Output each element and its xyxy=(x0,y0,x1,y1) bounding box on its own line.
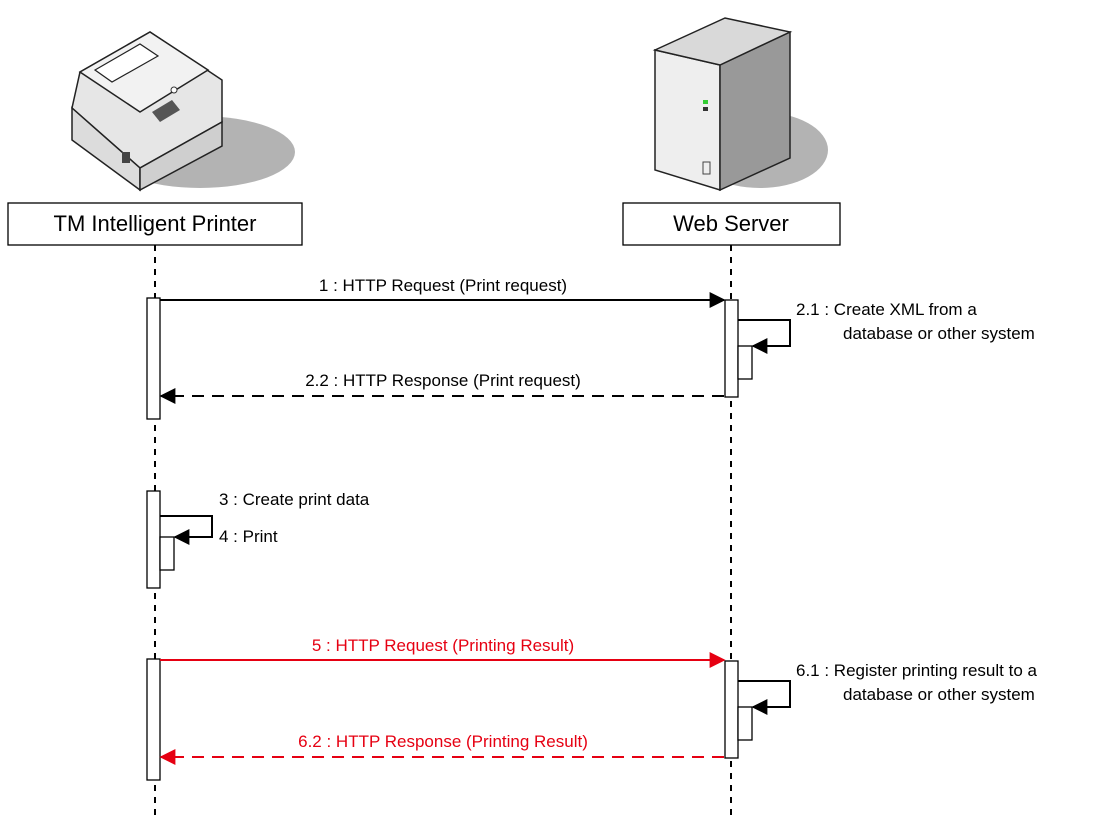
self-call-2-1-line-2: database or other system xyxy=(843,324,1035,343)
self-call-2-1-line-1: 2.1 : Create XML from a xyxy=(796,300,977,319)
activation-printer-3 xyxy=(146,658,161,781)
actor-server-label: Web Server xyxy=(673,211,789,236)
activation-server-nested-3 xyxy=(737,706,753,741)
message-1: 1 : HTTP Request (Print request) xyxy=(160,276,726,308)
activation-printer-2 xyxy=(146,490,161,589)
activation-server-3 xyxy=(724,660,739,759)
message-1-label: 1 : HTTP Request (Print request) xyxy=(319,276,567,295)
self-call-3-label: 3 : Create print data xyxy=(219,490,370,509)
self-call-2-1: 2.1 : Create XML from a database or othe… xyxy=(738,300,1035,354)
message-2-2-label: 2.2 : HTTP Response (Print request) xyxy=(305,371,581,390)
activation-printer-1 xyxy=(146,297,161,420)
message-6-2: 6.2 : HTTP Response (Printing Result) xyxy=(159,732,724,765)
activation-printer-nested-2 xyxy=(159,536,175,571)
message-6-2-label: 6.2 : HTTP Response (Printing Result) xyxy=(298,732,588,751)
self-call-4-label: 4 : Print xyxy=(219,527,278,546)
activation-server-nested-1 xyxy=(737,345,753,380)
self-call-6-1: 6.1 : Register printing result to a data… xyxy=(738,661,1042,715)
self-call-2-1-label: 2.1 : Create XML from a database or othe… xyxy=(796,300,1035,343)
activation-server-1 xyxy=(724,299,739,398)
message-5: 5 : HTTP Request (Printing Result) xyxy=(160,636,726,668)
actor-printer-label: TM Intelligent Printer xyxy=(54,211,257,236)
self-call-6-1-line-1: 6.1 : Register printing result to a xyxy=(796,661,1038,680)
message-5-label: 5 : HTTP Request (Printing Result) xyxy=(312,636,574,655)
self-call-3-4: 3 : Create print data 4 : Print xyxy=(160,490,370,546)
tower-server-icon xyxy=(652,17,828,192)
actor-printer: TM Intelligent Printer xyxy=(7,202,303,246)
receipt-printer-icon xyxy=(71,31,295,192)
actor-server: Web Server xyxy=(622,202,841,246)
message-2-2: 2.2 : HTTP Response (Print request) xyxy=(159,371,724,404)
self-call-6-1-line-2: database or other system xyxy=(843,685,1035,704)
self-call-6-1-label: 6.1 : Register printing result to a data… xyxy=(796,661,1042,704)
